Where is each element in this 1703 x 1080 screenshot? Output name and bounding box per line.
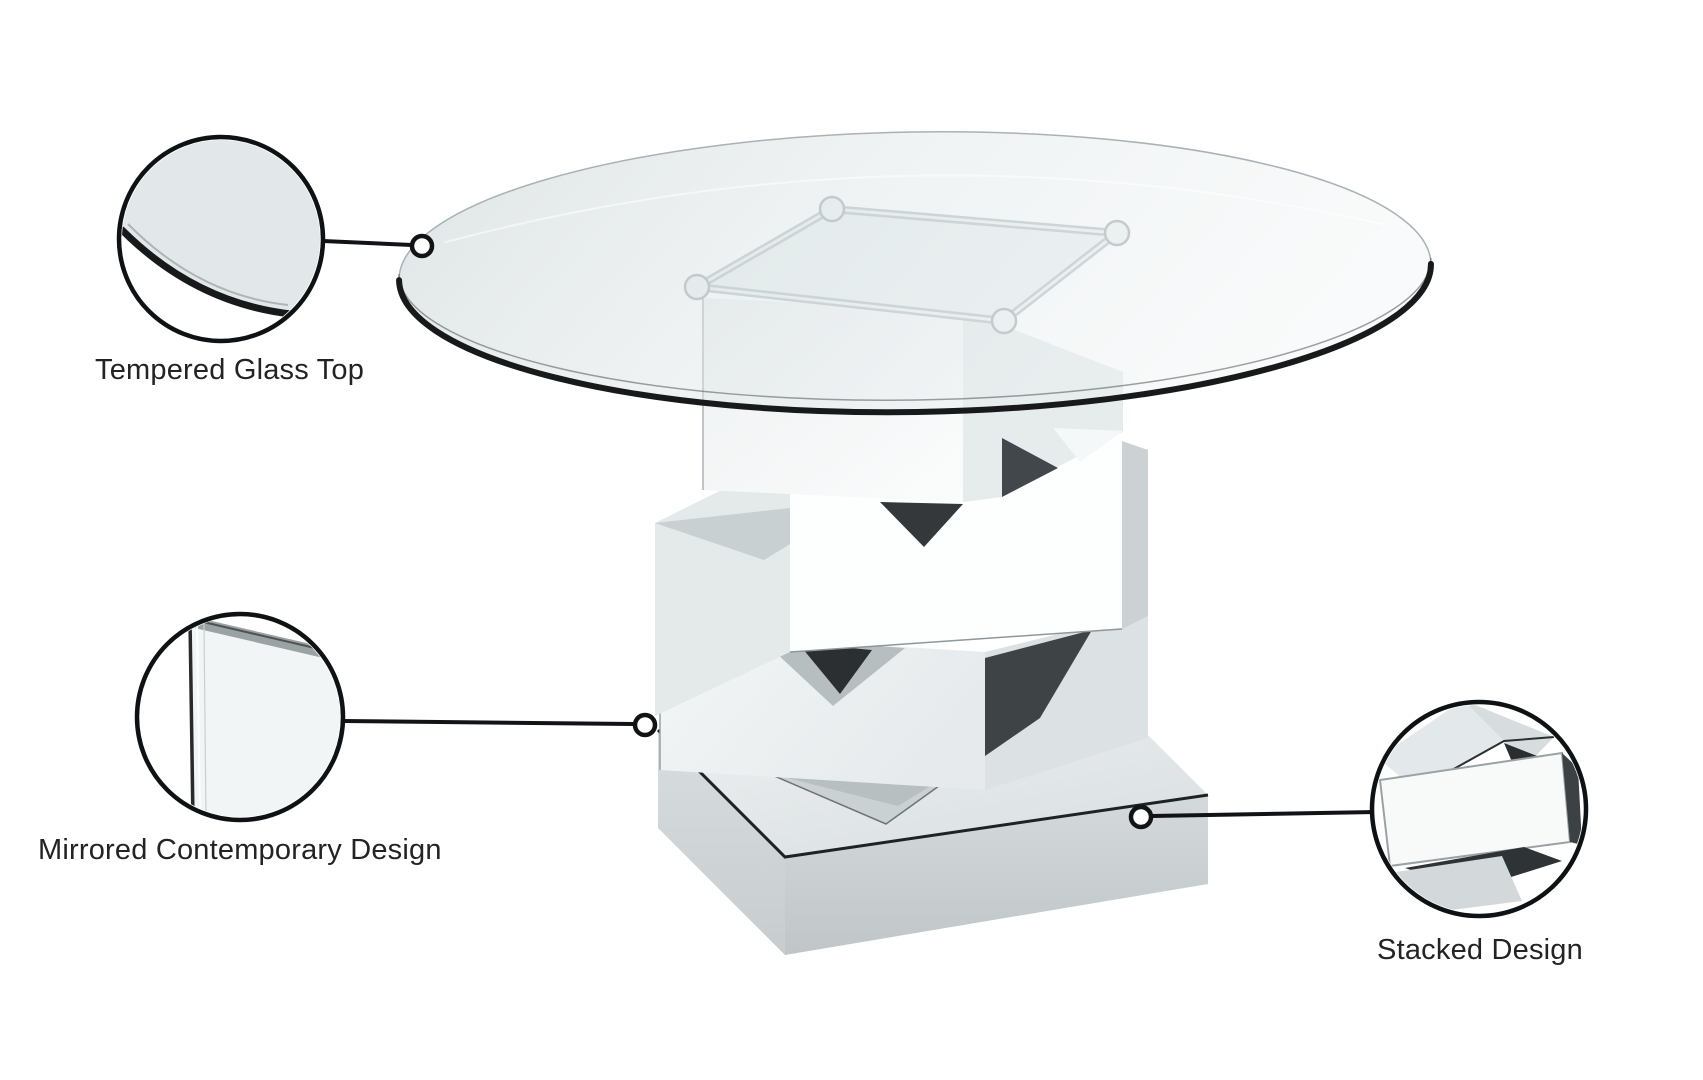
dining-table — [396, 131, 1434, 955]
block-middle-bottom-edge — [789, 628, 1123, 653]
glass-edge-closeup — [122, 140, 320, 338]
block-top-bright-facet — [1053, 428, 1123, 462]
closeup-slab-right-edge — [1562, 753, 1582, 845]
callout-label-tempered-glass-top: Tempered Glass Top — [95, 354, 365, 386]
block-middle-right-strip — [1122, 441, 1148, 629]
callout-label-stacked-design: Stacked Design — [1377, 934, 1583, 966]
callout-line — [322, 239, 413, 247]
callout-line — [1151, 810, 1377, 818]
glass-edge-rim — [396, 260, 1434, 416]
closeup-top-right-block — [1463, 705, 1554, 771]
block-bottom-notch-shadow — [798, 643, 872, 694]
closeup-edge-highlight — [127, 223, 289, 306]
base-front-left-face — [658, 730, 785, 955]
closeup-background — [122, 230, 291, 338]
callout-marker-dot — [632, 712, 658, 738]
callout-label-mirrored-contemporary-design: Mirrored Contemporary Design — [38, 834, 442, 866]
closeup-glass-edge — [122, 226, 295, 318]
callout-line — [341, 719, 634, 726]
mirror-panel-edge-closeup — [185, 617, 340, 817]
closeup-panel-side-highlight — [196, 621, 201, 817]
callout-tempered-glass-top — [116, 134, 435, 344]
base-front-right-face — [785, 795, 1208, 955]
callout-marker-dot — [409, 233, 435, 259]
glass-top — [396, 131, 1434, 416]
glass-edge-highlight — [398, 257, 1432, 401]
closeup-top-left-block — [1378, 705, 1504, 790]
callout-marker-dot — [1128, 804, 1154, 830]
glass-top-reflection — [444, 174, 1385, 244]
callout-stacked-design — [1128, 699, 1589, 919]
block-top-dark-facet — [1002, 438, 1058, 497]
callout-mirrored-contemporary-design — [134, 611, 658, 823]
closeup-panel-side-edge — [188, 619, 195, 817]
block-bottom-dark-facet — [985, 630, 1092, 756]
closeup-panel-side-shade — [203, 623, 207, 817]
closeup-mirror-panel — [190, 622, 340, 817]
block-middle-dark-facet — [880, 502, 963, 547]
